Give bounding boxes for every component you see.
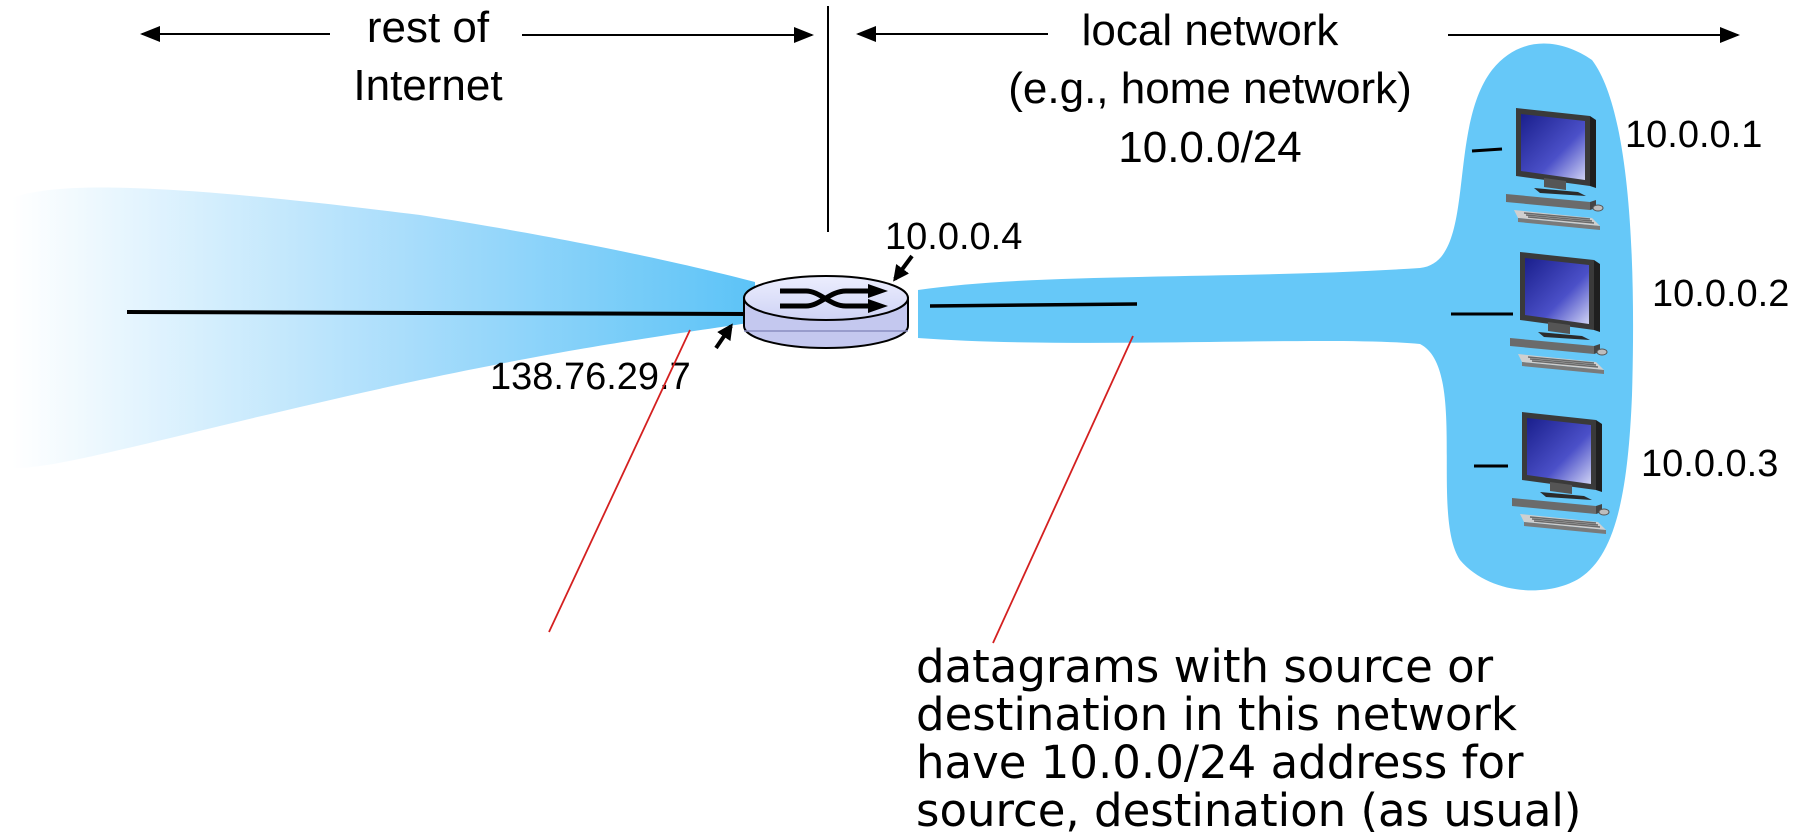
- host-1: 10.0.0.1: [1471, 107, 1762, 231]
- router-icon: [743, 275, 909, 349]
- wan-callout-line: [548, 329, 691, 633]
- local-network-area: [918, 43, 1634, 591]
- note-line: datagrams with source or: [916, 640, 1494, 693]
- host-2: 10.0.0.2: [1451, 251, 1789, 375]
- lan-datagram-note: datagrams with source or destination in …: [916, 640, 1582, 837]
- router-wan-ip-pointer: [714, 323, 733, 350]
- router-lan-ip-pointer: [893, 254, 914, 282]
- internet-cloud: [12, 187, 755, 469]
- note-line: have 10.0.0/24 address for: [916, 736, 1524, 789]
- host-2-ip: 10.0.0.2: [1652, 273, 1789, 315]
- local-network-label-line1: local network: [1082, 6, 1340, 55]
- host-3: 10.0.0.3: [1474, 411, 1778, 535]
- rest-of-internet-label-line1: rest of: [367, 3, 490, 52]
- host-1-ip: 10.0.0.1: [1625, 114, 1762, 156]
- local-network-prefix: 10.0.0/24: [1118, 123, 1302, 172]
- rest-of-internet-label-line2: Internet: [353, 61, 502, 110]
- note-line: destination in this network: [916, 688, 1517, 741]
- note-line: source, destination (as usual): [916, 784, 1582, 837]
- lan-link: [929, 302, 1138, 308]
- router-wan-ip-label: 138.76.29.7: [490, 356, 691, 398]
- host-3-ip: 10.0.0.3: [1641, 443, 1778, 485]
- wan-link: [126, 310, 751, 316]
- lan-callout-line: [992, 335, 1134, 644]
- router-lan-ip-label: 10.0.0.4: [885, 216, 1022, 258]
- local-network-label-line2: (e.g., home network): [1008, 64, 1412, 113]
